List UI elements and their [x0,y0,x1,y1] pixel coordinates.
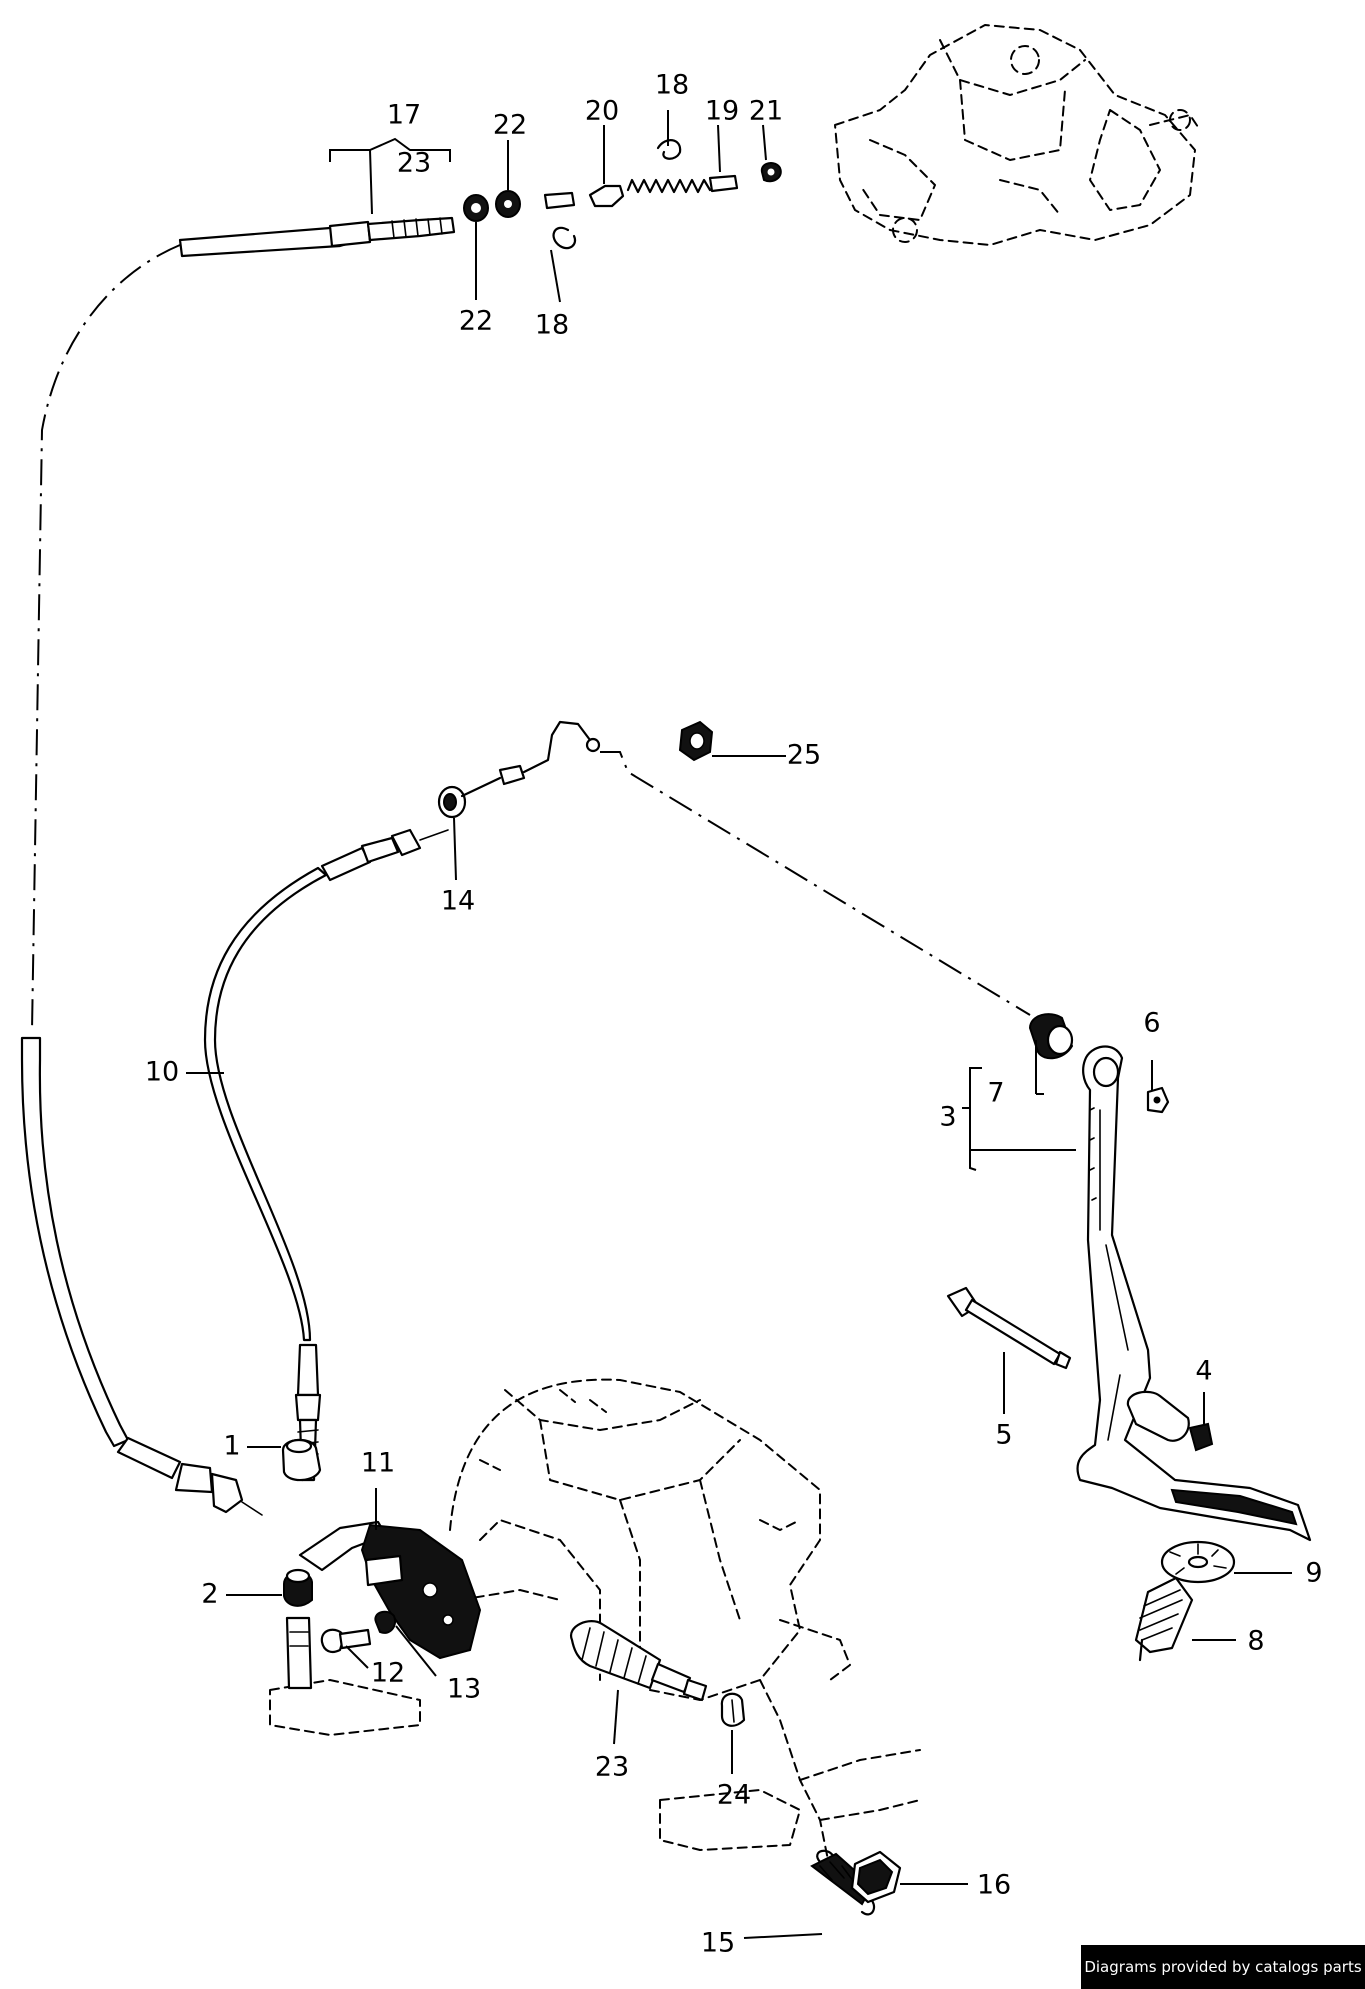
transmission-outline [269,1378,921,1871]
callout-18-top: 18 [655,70,689,101]
credit-banner: Diagrams provided by catalogs parts [1081,1945,1365,1989]
clip-24 [720,1692,746,1727]
callout-2: 2 [201,1579,218,1610]
callout-22-top: 22 [493,110,527,141]
callout-18-bottom: 18 [535,310,569,341]
callout-14: 14 [441,886,475,917]
accelerator-cable-lower [20,1036,263,1516]
clip-18-lower [552,226,577,250]
washer-9 [1160,1540,1236,1584]
washer-2 [283,1568,313,1607]
cable-centerline-left [31,244,181,1031]
accelerator-cable-upper [178,216,456,258]
callout-1: 1 [223,1431,240,1462]
throttle-lever-11 [298,1520,482,1660]
callout-5: 5 [995,1420,1012,1451]
callout-labels: 17 23 22 22 20 18 18 19 21 25 14 10 6 7 … [145,70,1323,1959]
callout-24: 24 [717,1780,751,1811]
callout-7: 7 [987,1078,1004,1109]
retainer-21 [760,162,782,183]
callout-23-bottom: 23 [595,1752,629,1783]
spring-19 [626,174,739,194]
bushing-25 [678,720,714,762]
nut-6 [1146,1086,1170,1114]
cap-16 [850,1850,902,1904]
callout-16: 16 [977,1870,1011,1901]
callout-13: 13 [447,1674,481,1705]
callout-20: 20 [585,96,619,127]
cable-centerline-right [600,751,1031,1016]
callout-22-bottom: 22 [459,306,493,337]
callout-19: 19 [705,96,739,127]
throttle-cable-10 [203,828,449,1482]
sleeve-small [543,191,576,210]
callout-6: 6 [1143,1008,1160,1039]
callout-9: 9 [1305,1558,1322,1589]
callout-8: 8 [1247,1626,1264,1657]
nut-22-lower [463,194,489,222]
nut-22-upper [495,190,521,218]
joint-20 [588,184,625,208]
pin-lower [285,1616,313,1690]
callout-15: 15 [701,1928,735,1959]
leader-lines [186,110,1292,1939]
bushing-7 [1028,1013,1074,1060]
callout-12: 12 [371,1658,405,1689]
callout-4: 4 [1195,1356,1212,1387]
callout-25: 25 [787,740,821,771]
accelerator-pedal-3 [1076,1045,1312,1542]
boot-23-lower [569,1620,708,1702]
grommet-14 [437,785,467,819]
callout-21: 21 [749,96,783,127]
clip-18-upper [656,139,682,160]
roller-4 [1126,1390,1214,1452]
stop-screw-8 [1134,1576,1194,1662]
callout-11: 11 [361,1448,395,1479]
clip-13 [374,1610,396,1634]
cable-link-rod [460,720,601,798]
callout-10: 10 [145,1057,179,1088]
carburetor-outline [834,24,1201,246]
callout-23-top: 23 [397,148,431,179]
bolt-12 [320,1628,372,1653]
callout-3: 3 [939,1102,956,1133]
bushing-1 [281,1438,322,1482]
bolt-5 [946,1286,1072,1370]
callout-17: 17 [387,100,421,131]
